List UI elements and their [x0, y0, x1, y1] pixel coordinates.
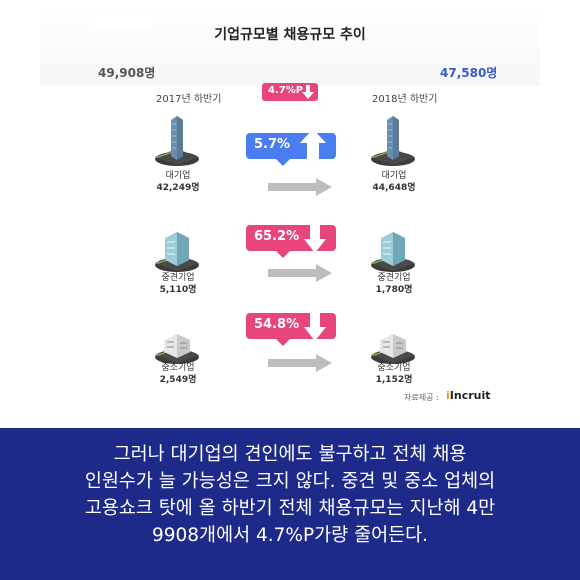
- period-2018: 2018년 하반기: [372, 94, 438, 105]
- arrow-up-icon: [300, 129, 326, 163]
- chart-title: 기업규모별 채용규모 추이: [214, 27, 366, 43]
- category-value-2017: 2,549명: [159, 375, 197, 385]
- period-2017: 2017년 하반기: [156, 94, 222, 105]
- midsize-company-building-icon: [155, 232, 199, 272]
- caption-line: 고용쇼크 탓에 올 하반기 전체 채용규모는 지난해 4만: [84, 498, 496, 519]
- change-badge-midsize: 65.2%: [246, 223, 336, 258]
- change-value: 54.8%: [254, 317, 300, 332]
- total-change-badge: 4.7%P: [262, 83, 318, 101]
- category-large-2018: 대기업 44,648명: [354, 170, 434, 194]
- infographic: 기업규모별 채용규모 추이 49,908명 47,580명 2017년 하반기 …: [40, 6, 540, 402]
- category-value-2018: 1,152명: [375, 375, 413, 385]
- total-2017: 49,908명: [98, 66, 156, 80]
- total-change-value: 4.7%P: [268, 85, 304, 96]
- midsize-company-building-icon: [371, 232, 415, 272]
- category-midsize-2017: 중견기업 5,110명: [138, 272, 218, 296]
- arrow-down-icon: [304, 223, 326, 253]
- caption-line: 인원수가 늘 가능성은 크지 않다. 중견 및 중소 업체의: [84, 471, 496, 492]
- large-company-building-icon: [155, 116, 199, 166]
- category-large-2017: 대기업 42,249명: [138, 170, 218, 194]
- blank-label-box: [90, 12, 155, 26]
- small-company-building-icon: [371, 334, 415, 364]
- category-name: 중소기업: [161, 363, 195, 373]
- category-name: 중소기업: [377, 363, 411, 373]
- category-value-2018: 44,648명: [372, 183, 416, 193]
- flow-arrow-icon: [268, 354, 332, 372]
- small-company-building-icon: [155, 334, 199, 364]
- category-value-2017: 42,249명: [156, 183, 200, 193]
- flow-arrow-icon: [268, 264, 332, 282]
- category-name: 중견기업: [377, 273, 411, 283]
- flow-arrow-icon: [268, 178, 332, 196]
- change-badge-small: 54.8%: [246, 311, 336, 346]
- logo-mark: i: [446, 389, 450, 402]
- source-label: 자료제공 :: [404, 393, 439, 402]
- change-value: 5.7%: [254, 137, 291, 152]
- category-small-2017: 중소기업 2,549명: [138, 362, 218, 386]
- caption-line: 9908개에서 4.7%P가량 줄어든다.: [151, 525, 429, 546]
- caption-line: 그러나 대기업의 견인에도 불구하고 전체 채용: [113, 444, 467, 465]
- category-midsize-2018: 중견기업 1,780명: [354, 272, 434, 296]
- category-name: 대기업: [381, 171, 407, 181]
- category-value-2018: 1,780명: [375, 285, 413, 295]
- change-badge-large: 5.7%: [246, 129, 336, 166]
- category-small-2018: 중소기업 1,152명: [354, 362, 434, 386]
- caption-panel: 그러나 대기업의 견인에도 불구하고 전체 채용 인원수가 늘 가능성은 크지 …: [0, 428, 580, 580]
- change-value: 65.2%: [254, 229, 300, 244]
- category-name: 중견기업: [161, 273, 195, 283]
- category-name: 대기업: [165, 171, 191, 181]
- logo-text: Incruit: [449, 389, 491, 402]
- category-value-2017: 5,110명: [159, 285, 197, 295]
- arrow-down-icon: [302, 85, 314, 99]
- source-logo: iIncruit: [446, 389, 491, 402]
- large-company-building-icon: [371, 116, 415, 166]
- arrow-down-icon: [304, 311, 326, 341]
- total-2018: 47,580명: [440, 66, 498, 80]
